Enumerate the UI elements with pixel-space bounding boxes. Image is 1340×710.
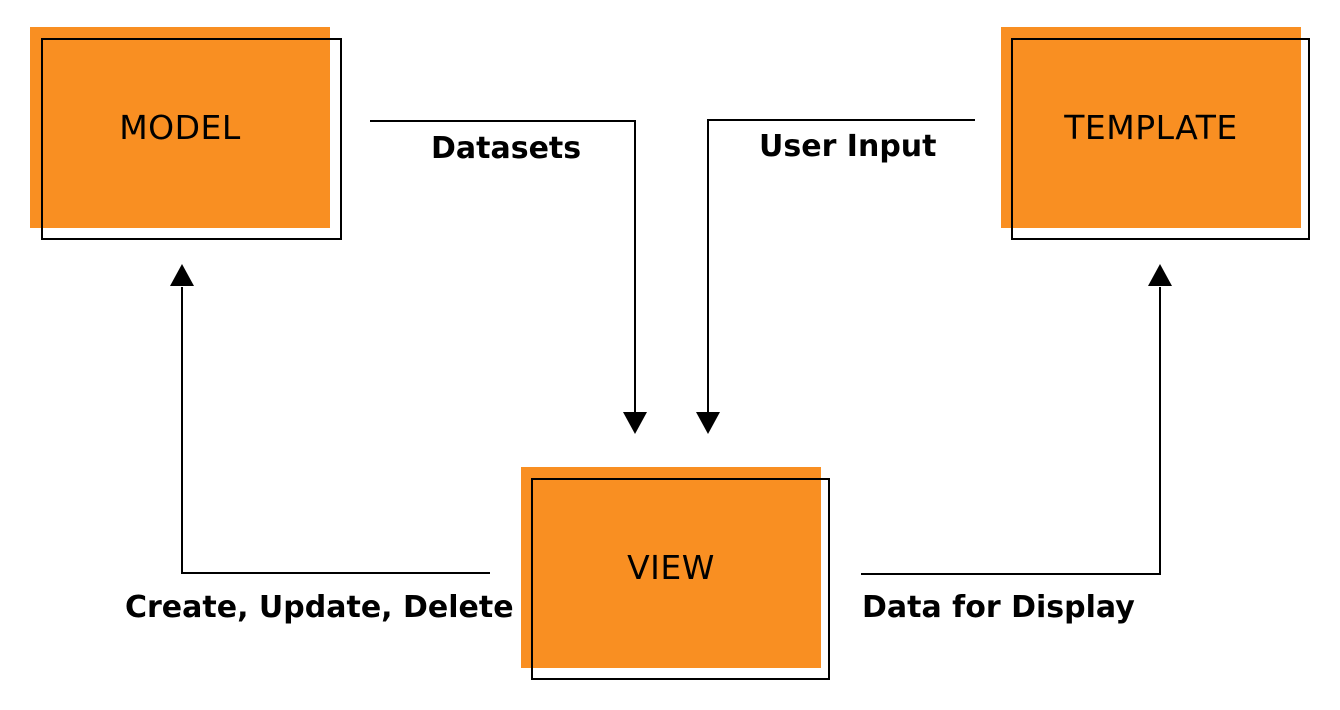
node-model-label: MODEL: [119, 108, 241, 147]
edge-label-user-input: User Input: [759, 129, 937, 164]
node-model-fill: [30, 27, 330, 228]
node-view-outline: [531, 478, 830, 680]
node-model-outline: [41, 38, 342, 240]
node-template-fill: [1001, 27, 1301, 228]
node-template-outline: [1011, 38, 1310, 240]
edge-label-create-update-delete: Create, Update, Delete: [125, 590, 514, 625]
arrowhead-data-for-display: [1148, 264, 1172, 286]
arrowhead-create-update-delete: [170, 264, 194, 286]
arrowhead-datasets: [623, 412, 647, 434]
node-view-fill: [521, 467, 821, 668]
connector-line-datasets: [370, 120, 636, 412]
node-template-label: TEMPLATE: [1064, 108, 1238, 147]
connector-line-user-input: [707, 119, 975, 412]
connector-line-create-update-delete: [181, 287, 490, 574]
arrowhead-user-input: [696, 412, 720, 434]
edge-label-data-for-display: Data for Display: [862, 590, 1135, 625]
edge-label-datasets: Datasets: [431, 131, 582, 166]
connector-line-data-for-display: [861, 287, 1161, 575]
node-view-label: VIEW: [627, 548, 715, 587]
